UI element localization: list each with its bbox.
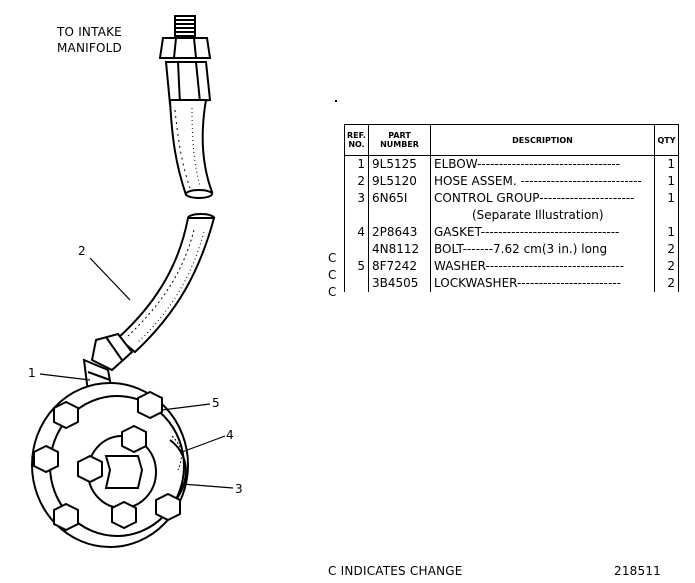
callout-4: 4 (226, 428, 234, 442)
table-row: 5 8F7242 WASHER-------------------------… (344, 258, 679, 275)
ref-cell: 1 (344, 155, 369, 173)
desc-cell: WASHER-------------------------------- (430, 258, 655, 275)
part-cell: 3B4505 (368, 275, 431, 292)
part-cell: 8F7242 (368, 258, 431, 275)
qty-cell: 2 (654, 241, 679, 258)
qty-cell: 1 (654, 173, 679, 190)
intake-label-line1: TO INTAKE (57, 25, 122, 39)
table-row: 4 2P8643 GASKET-------------------------… (344, 224, 679, 241)
ref-cell (344, 241, 369, 258)
ref-cell (344, 275, 369, 292)
qty-cell: 2 (654, 258, 679, 275)
lower-hose (116, 213, 216, 354)
desc-cell: ELBOW--------------------------------- (430, 155, 655, 173)
change-mark-bolt: C (328, 251, 337, 265)
desc-cell: BOLT-------7.62 cm(3 in.) long (430, 241, 655, 258)
callout-3: 3 (235, 482, 243, 496)
table-row: 2 9L5120 HOSE ASSEM. -------------------… (344, 173, 679, 190)
ref-cell: 3 (344, 190, 369, 207)
table-row: 4N8112 BOLT-------7.62 cm(3 in.) long 2 (344, 241, 679, 258)
header-qty: QTY (654, 124, 679, 156)
table-row: 3 6N65I CONTROL GROUP-------------------… (344, 190, 679, 207)
table-row: 1 9L5125 ELBOW--------------------------… (344, 155, 679, 173)
change-mark-lockwasher: C (328, 285, 337, 299)
figure-number: 218511 (614, 564, 662, 578)
qty-cell: 1 (654, 155, 679, 173)
header-description: DESCRIPTION (430, 124, 655, 156)
part-cell: 6N65I (368, 190, 431, 207)
desc-cell: HOSE ASSEM. ---------------------------- (430, 173, 655, 190)
qty-cell: 2 (654, 275, 679, 292)
part-cell: 2P8643 (368, 224, 431, 241)
callout-leaders (39, 257, 234, 489)
change-mark-washer: C (328, 268, 337, 282)
qty-cell: 1 (654, 190, 679, 207)
ref-cell: 4 (344, 224, 369, 241)
intake-fitting (158, 15, 212, 106)
intake-label-line2: MANIFOLD (57, 41, 122, 55)
callout-5: 5 (212, 396, 220, 410)
part-cell: 9L5125 (368, 155, 431, 173)
qty-cell: 1 (654, 224, 679, 241)
upper-hose (168, 99, 214, 199)
callout-2: 2 (78, 244, 86, 258)
table-row: 3B4505 LOCKWASHER-----------------------… (344, 275, 679, 292)
desc-cell: CONTROL GROUP---------------------- (430, 190, 655, 207)
ref-cell: 2 (344, 173, 369, 190)
bolt-heads (33, 390, 181, 532)
intake-manifold-label: TO INTAKE MANIFOLD (57, 24, 122, 56)
desc-cell: LOCKWASHER------------------------ (430, 275, 655, 292)
desc-cell: GASKET-------------------------------- (430, 224, 655, 241)
header-ref-no: REF.NO. (344, 124, 369, 156)
ref-cell: 5 (344, 258, 369, 275)
table-row-continuation: (Separate Illustration) (344, 207, 679, 224)
change-note: C INDICATES CHANGE (328, 564, 463, 578)
callout-1: 1 (28, 366, 36, 380)
stray-dot (335, 100, 337, 102)
part-cell: 4N8112 (368, 241, 431, 258)
part-cell: 9L5120 (368, 173, 431, 190)
exploded-view-illustration (31, 15, 234, 548)
desc-sub-text: (Separate Illustration) (472, 208, 604, 222)
gasket-edge (171, 435, 182, 471)
